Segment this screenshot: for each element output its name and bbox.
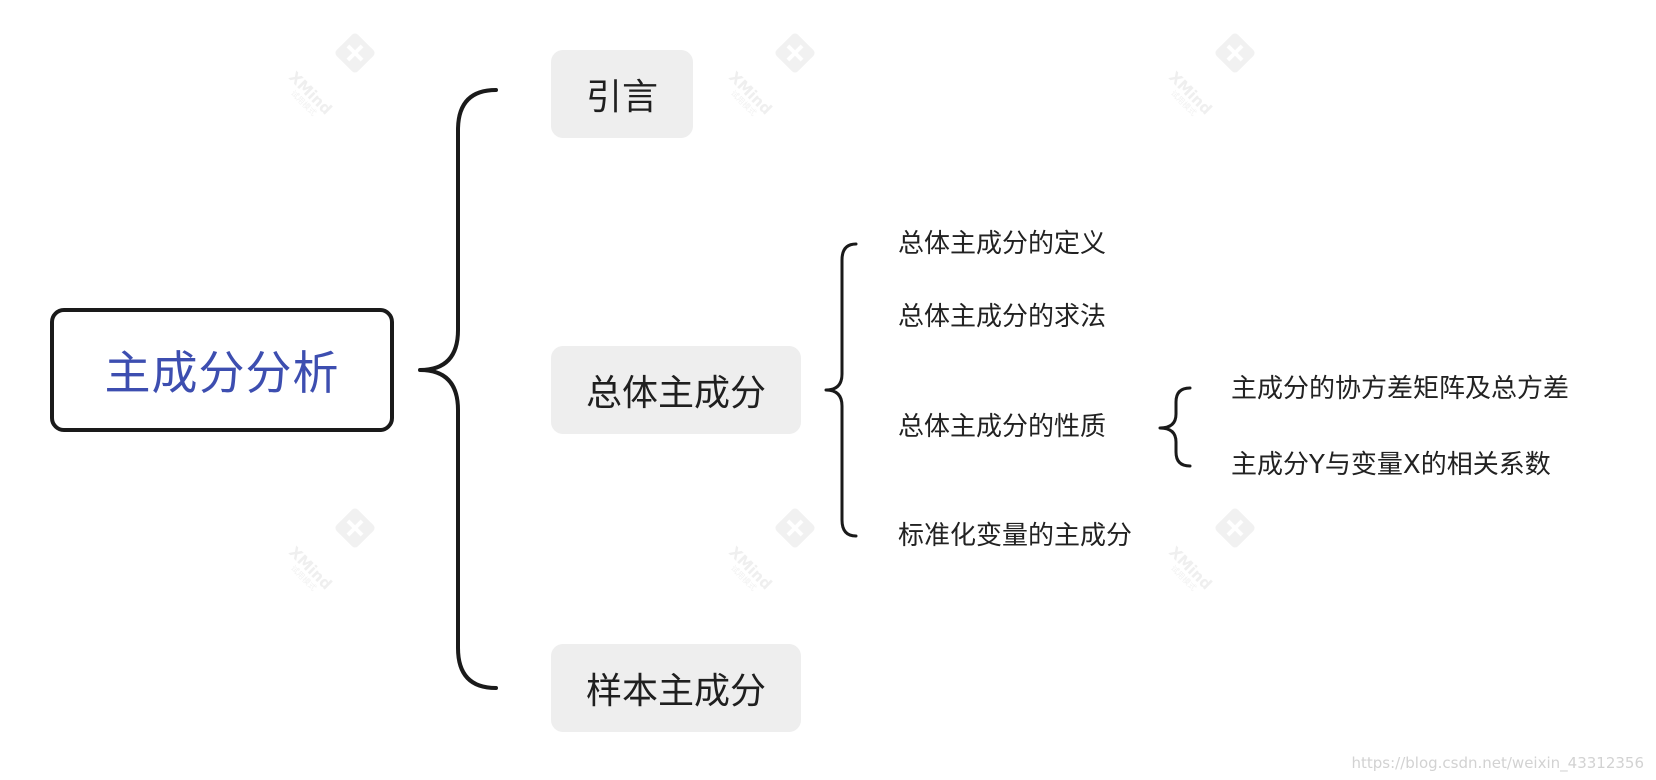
source-url-watermark: https://blog.csdn.net/weixin_43312356 [1351,754,1644,772]
topic-sample-pca[interactable]: 样本主成分 [551,644,801,732]
topic-population-pca[interactable]: 总体主成分 [551,346,801,434]
xmind-logo-icon [333,31,377,75]
subtopic-properties[interactable]: 总体主成分的性质 [898,412,1107,442]
xmind-logo-icon [773,506,817,550]
xmind-watermark: XMind 试用模式 [725,505,850,595]
xmind-watermark: XMind 试用模式 [285,505,410,595]
subtopic-covariance[interactable]: 主成分的协方差矩阵及总方差 [1231,374,1570,404]
central-topic-label: 主成分分析 [104,346,340,400]
topic-introduction[interactable]: 引言 [551,50,693,138]
xmind-watermark: XMind 试用模式 [285,30,410,120]
xmind-logo-icon [1213,506,1257,550]
xmind-logo-icon [333,506,377,550]
subtopic-standardized[interactable]: 标准化变量的主成分 [898,521,1133,551]
subtopic-correlation[interactable]: 主成分Y与变量X的相关系数 [1231,450,1551,480]
topic-label: 引言 [585,77,658,118]
xmind-watermark: XMind 试用模式 [725,30,850,120]
central-topic[interactable]: 主成分分析 [50,308,394,432]
xmind-logo-icon [1213,31,1257,75]
subtopic-definition[interactable]: 总体主成分的定义 [898,229,1107,259]
topic-brace [824,242,858,538]
topic-label: 总体主成分 [585,373,766,414]
main-brace [418,88,498,690]
subtopic-method[interactable]: 总体主成分的求法 [898,302,1107,332]
xmind-watermark: XMind 试用模式 [1165,30,1290,120]
topic-label: 样本主成分 [585,671,766,712]
property-brace [1158,386,1192,468]
xmind-logo-icon [773,31,817,75]
xmind-watermark: XMind 试用模式 [1165,505,1290,595]
